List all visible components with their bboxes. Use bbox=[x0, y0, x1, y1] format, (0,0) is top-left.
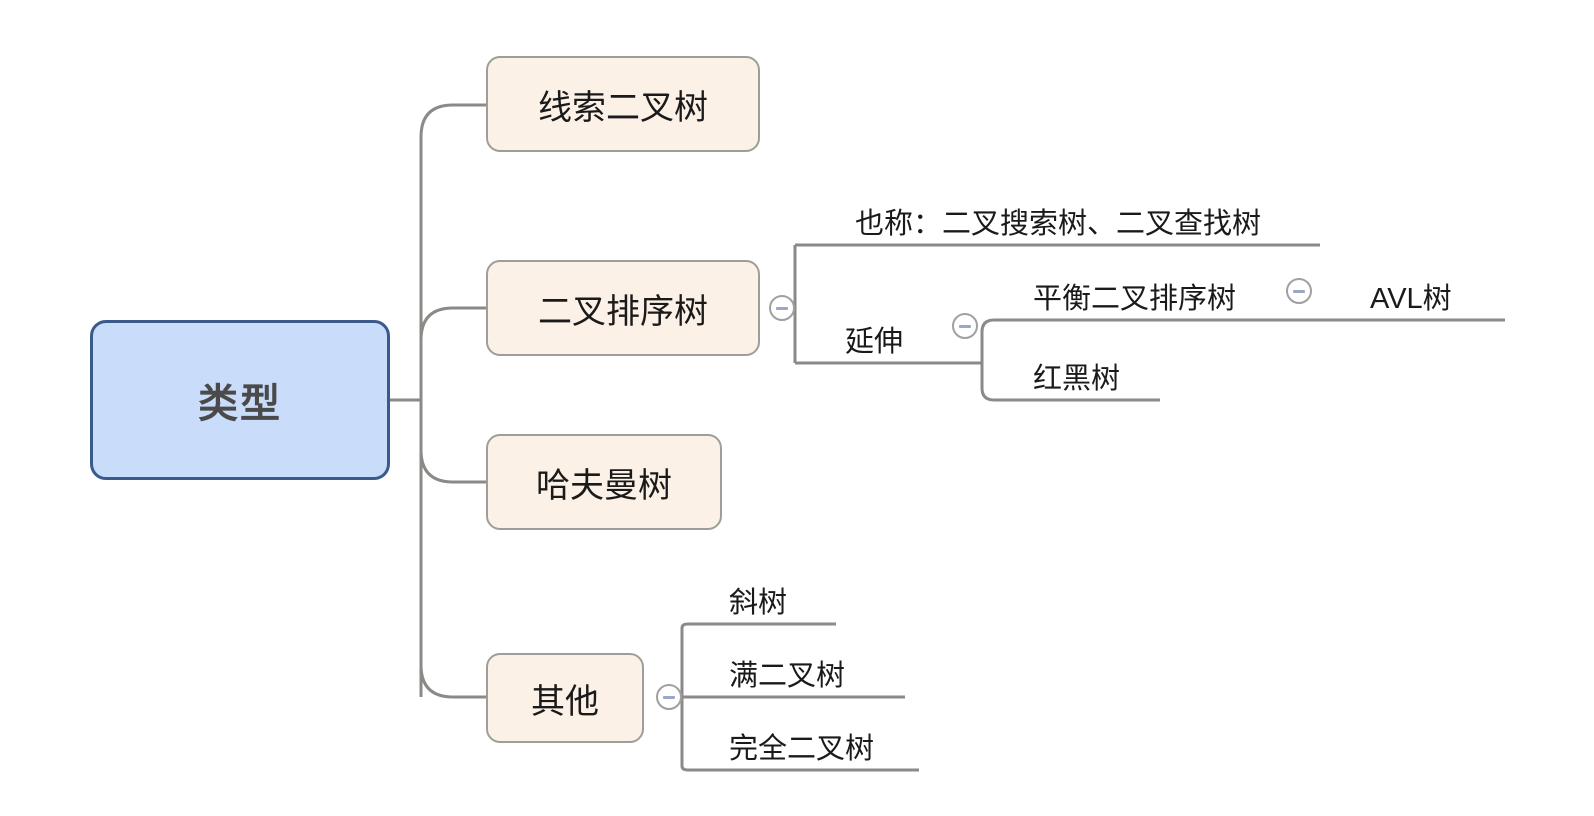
edge-extend-to-balanced bbox=[980, 318, 1485, 333]
branch-node-threaded[interactable]: 线索二叉树 bbox=[486, 56, 760, 152]
branch-label-other: 其他 bbox=[531, 682, 599, 721]
text-label-skew: 斜树 bbox=[729, 587, 788, 619]
text-node-rbtree[interactable]: 红黑树 bbox=[1033, 356, 1158, 400]
text-node-avl[interactable]: AVL树 bbox=[1370, 276, 1500, 320]
branch-label-threaded: 线索二叉树 bbox=[538, 88, 708, 127]
edge-root-to-bst bbox=[419, 306, 486, 341]
minus-circle-icon-bst[interactable] bbox=[769, 295, 795, 321]
text-label-avl: AVL树 bbox=[1370, 283, 1452, 315]
branch-label-bst: 二叉排序树 bbox=[538, 292, 708, 331]
minus-bar bbox=[663, 695, 675, 699]
minus-bar bbox=[959, 324, 971, 328]
text-node-skew[interactable]: 斜树 bbox=[729, 581, 834, 624]
text-label-alias: 也称：二叉搜索树、二叉查找树 bbox=[855, 208, 1262, 240]
branch-node-bst[interactable]: 二叉排序树 bbox=[486, 260, 760, 356]
text-label-balanced: 平衡二叉排序树 bbox=[1033, 283, 1237, 315]
branch-label-huffman: 哈夫曼树 bbox=[536, 466, 672, 505]
edge-other-to-skew bbox=[680, 622, 836, 629]
text-label-extend: 延伸 bbox=[845, 326, 904, 358]
text-node-balanced[interactable]: 平衡二叉排序树 bbox=[1033, 276, 1313, 320]
minus-circle-icon-balanced[interactable] bbox=[1286, 278, 1312, 304]
edge-root-to-other bbox=[419, 664, 486, 699]
root-node-label: 类型 bbox=[198, 382, 282, 426]
text-label-full: 满二叉树 bbox=[729, 660, 846, 692]
text-node-full[interactable]: 满二叉树 bbox=[729, 654, 903, 697]
edge-root-to-huffman bbox=[419, 449, 486, 484]
minus-bar bbox=[1293, 289, 1305, 293]
minus-circle-icon-other[interactable] bbox=[656, 684, 682, 710]
text-label-complete: 完全二叉树 bbox=[729, 733, 875, 765]
text-node-extend[interactable]: 延伸 bbox=[845, 308, 945, 363]
edge-root-to-threaded bbox=[419, 103, 486, 138]
root-node[interactable]: 类型 bbox=[90, 320, 390, 480]
text-node-complete[interactable]: 完全二叉树 bbox=[729, 727, 917, 770]
branch-node-huffman[interactable]: 哈夫曼树 bbox=[486, 434, 722, 530]
text-label-rbtree: 红黑树 bbox=[1033, 363, 1121, 395]
minus-bar bbox=[776, 306, 788, 310]
minus-circle-icon-extend[interactable] bbox=[952, 313, 978, 339]
branch-node-other[interactable]: 其他 bbox=[486, 653, 644, 743]
text-node-alias[interactable]: 也称：二叉搜索树、二叉查找树 bbox=[855, 203, 1315, 245]
